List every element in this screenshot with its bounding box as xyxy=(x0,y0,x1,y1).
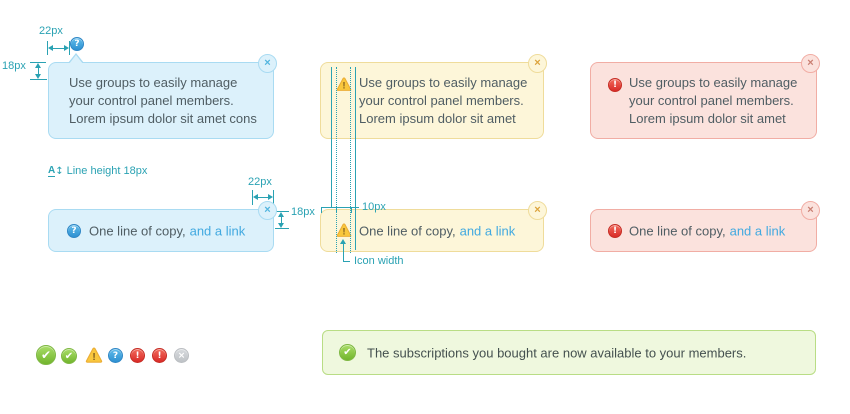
dimension-label-10px: 10px xyxy=(362,201,386,213)
alert-text-line: your control panel members. xyxy=(629,93,794,108)
dimension-tick xyxy=(273,190,274,205)
callout-line xyxy=(343,243,344,262)
arrowhead-down-icon xyxy=(35,74,41,79)
error-icon: ! xyxy=(152,348,167,363)
dimension-label-22px: 22px xyxy=(248,176,272,188)
guide-line xyxy=(331,67,332,207)
guide-line xyxy=(355,67,356,250)
alert-text-line: Use groups to easily manage xyxy=(629,75,798,90)
alert-text-line: Lorem ipsum dolor sit amet xyxy=(629,111,786,126)
warning-icon: ! xyxy=(85,347,103,363)
error-alert-multiline: × ! Use groups to easily manage your con… xyxy=(590,54,820,139)
tooltip-pointer xyxy=(68,53,84,64)
help-icon: ? xyxy=(108,348,123,363)
icon-width-label: Icon width xyxy=(354,255,404,267)
line-height-annotation: A ↕ Line height 18px xyxy=(48,165,147,177)
dimension-label-18px: 18px xyxy=(291,206,315,218)
arrowhead-right-icon xyxy=(64,45,69,51)
success-message: The subscriptions you bought are now ava… xyxy=(367,345,747,360)
close-button[interactable]: × xyxy=(528,201,547,220)
success-icon-small: ✔ xyxy=(61,348,77,364)
arrowhead-right-icon xyxy=(268,194,273,200)
alert-text-line: Lorem ipsum dolor sit amet xyxy=(359,111,516,126)
arrowhead-up-icon xyxy=(340,239,346,244)
dimension-tick xyxy=(69,41,70,55)
dimension-label-22px: 22px xyxy=(39,25,63,37)
help-icon: ? xyxy=(67,224,81,238)
alert-text: One line of copy, xyxy=(89,223,186,238)
error-alert-single: × ! One line of copy,and a link xyxy=(590,201,820,252)
arrowhead-left-icon xyxy=(253,194,258,200)
success-icon-large: ✔ xyxy=(36,345,56,365)
error-icon: ! xyxy=(608,224,622,238)
guide-line-dotted xyxy=(350,67,351,253)
dimension-tick xyxy=(47,41,48,55)
dimension-line xyxy=(38,66,39,76)
alert-text-line: your control panel members. xyxy=(359,93,524,108)
alert-text: One line of copy, xyxy=(629,223,726,238)
dimension-tick xyxy=(252,190,253,205)
dimension-line xyxy=(281,215,282,224)
arrowhead-left-icon xyxy=(48,45,53,51)
dimension-tick xyxy=(351,207,352,213)
help-icon[interactable]: ? xyxy=(70,37,84,51)
success-alert-bar: ✔ The subscriptions you bought are now a… xyxy=(322,330,816,375)
svg-text:!: ! xyxy=(343,81,346,91)
alert-text-line: Lorem ipsum dolor sit amet cons xyxy=(69,111,257,126)
close-button[interactable]: × xyxy=(801,54,820,73)
dimension-tick xyxy=(321,207,322,213)
dimension-tick xyxy=(30,62,46,63)
callout-line xyxy=(344,261,350,262)
alert-link[interactable]: and a link xyxy=(459,223,516,238)
dimension-tick xyxy=(275,211,289,212)
alert-text: One line of copy, xyxy=(359,223,456,238)
dimension-line xyxy=(51,48,67,49)
arrowhead-down-icon xyxy=(278,223,284,228)
alert-text-line: Use groups to easily manage xyxy=(359,75,528,90)
guide-line-dotted xyxy=(336,67,337,253)
close-icon: × xyxy=(174,348,189,363)
dimension-line xyxy=(321,207,359,208)
dimension-tick xyxy=(336,207,337,213)
error-icon: ! xyxy=(130,348,145,363)
arrowhead-up-icon xyxy=(278,212,284,217)
arrowhead-up-icon xyxy=(35,63,41,68)
dimension-line xyxy=(256,197,271,198)
close-button[interactable]: × xyxy=(801,201,820,220)
text-height-icon: A xyxy=(48,165,56,177)
close-button[interactable]: × xyxy=(528,54,547,73)
close-button[interactable]: × xyxy=(258,201,277,220)
alert-text-line: Use groups to easily manage xyxy=(69,75,238,90)
warning-alert-single: × ! One line of copy,and a link xyxy=(320,201,547,252)
warning-alert-multiline: × ! Use groups to easily manage your con… xyxy=(320,54,547,139)
close-button[interactable]: × xyxy=(258,54,277,73)
alert-text-line: your control panel members. xyxy=(69,93,234,108)
success-icon: ✔ xyxy=(339,344,356,361)
info-alert-single: × ? One line of copy,and a link xyxy=(48,201,277,252)
updown-arrow-icon: ↕ xyxy=(55,165,64,177)
dimension-label-18px: 18px xyxy=(2,60,26,72)
info-tooltip-multiline: × Use groups to easily manage your contr… xyxy=(48,53,277,139)
svg-text:!: ! xyxy=(92,352,95,363)
alert-link[interactable]: and a link xyxy=(729,223,786,238)
svg-text:!: ! xyxy=(343,227,346,237)
line-height-label: Line height 18px xyxy=(66,165,148,177)
alert-link[interactable]: and a link xyxy=(189,223,246,238)
dimension-tick xyxy=(275,228,289,229)
error-icon: ! xyxy=(608,78,622,92)
dimension-tick xyxy=(30,79,46,80)
